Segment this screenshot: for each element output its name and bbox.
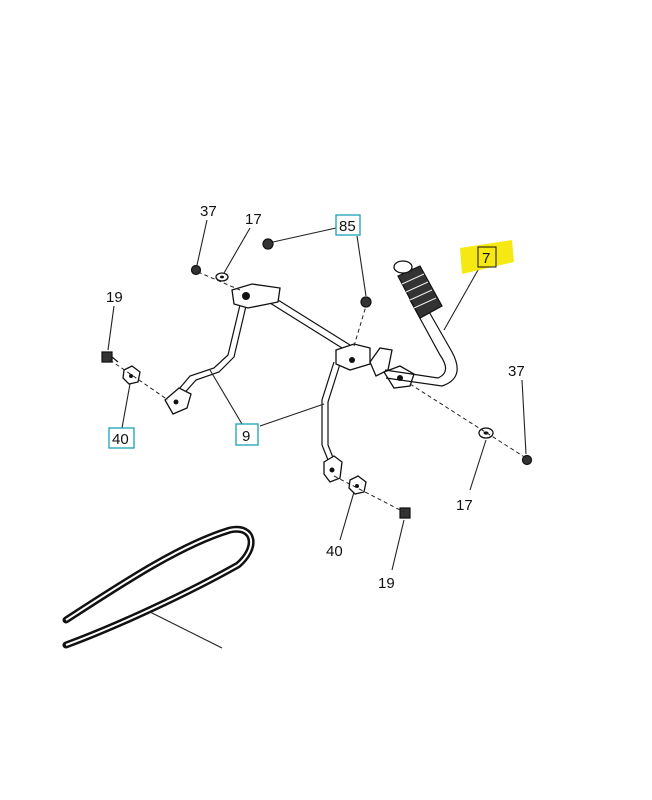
nut-85-left bbox=[262, 238, 274, 250]
leader-37-right bbox=[521, 379, 527, 455]
bolt-19-right bbox=[399, 507, 411, 519]
drive-belt bbox=[62, 525, 255, 649]
right-arm-hole bbox=[329, 467, 335, 473]
leader-9-b bbox=[259, 403, 325, 427]
assembly-line-right-bolt bbox=[333, 475, 405, 513]
callout-7-highlighted: 7 bbox=[460, 240, 514, 274]
leader-85-left bbox=[272, 227, 337, 243]
assembly-line-left-bolt bbox=[109, 359, 169, 401]
leader-19-left bbox=[107, 305, 115, 351]
belt-leader bbox=[149, 611, 223, 649]
callout-19-left: 19 bbox=[106, 289, 123, 306]
callout-40-left: 40 bbox=[108, 427, 135, 449]
leader-7 bbox=[443, 269, 479, 331]
bushing-40-right bbox=[348, 475, 367, 495]
callout-85: 85 bbox=[335, 214, 361, 236]
svg-text:17: 17 bbox=[456, 497, 473, 514]
nut-85-right bbox=[360, 296, 372, 308]
lever-grip bbox=[393, 260, 443, 319]
bolt-19-left bbox=[101, 351, 119, 363]
leader-9-a bbox=[209, 369, 243, 425]
left-arm-hole bbox=[173, 399, 179, 405]
svg-text:19: 19 bbox=[106, 289, 123, 306]
callout-37-top-left: 37 bbox=[200, 203, 217, 220]
svg-text:17: 17 bbox=[245, 211, 262, 228]
leader-17-right bbox=[469, 439, 487, 491]
assembly-line-left-nut bbox=[197, 271, 241, 291]
svg-text:40: 40 bbox=[326, 543, 343, 560]
leader-17-left bbox=[223, 227, 251, 274]
leader-40-right bbox=[339, 491, 355, 541]
assembly-line-right-lever bbox=[409, 383, 527, 459]
callout-37-right: 37 bbox=[508, 363, 525, 380]
leader-37-left bbox=[196, 219, 208, 266]
washer-17-left bbox=[215, 272, 229, 282]
callout-17-right: 17 bbox=[456, 497, 473, 514]
svg-text:7: 7 bbox=[482, 250, 490, 267]
callout-9: 9 bbox=[235, 423, 259, 446]
svg-text:40: 40 bbox=[112, 431, 129, 448]
leader-19-right bbox=[391, 519, 405, 571]
leader-85-right bbox=[356, 235, 367, 297]
right-link-arm bbox=[321, 361, 343, 483]
callout-17-top-left: 17 bbox=[245, 211, 262, 228]
svg-text:85: 85 bbox=[339, 218, 356, 235]
assembly-line-85 bbox=[353, 305, 367, 347]
callout-40-right: 40 bbox=[326, 543, 343, 560]
svg-text:9: 9 bbox=[242, 428, 250, 445]
svg-text:37: 37 bbox=[200, 203, 217, 220]
svg-text:19: 19 bbox=[378, 575, 395, 592]
left-pivot-bracket bbox=[231, 283, 281, 309]
right-pivot-bracket bbox=[335, 343, 415, 389]
left-link-arm bbox=[164, 304, 247, 415]
callout-19-right: 19 bbox=[378, 575, 395, 592]
control-lever bbox=[384, 295, 458, 387]
bushing-40-left bbox=[122, 365, 141, 385]
svg-text:37: 37 bbox=[508, 363, 525, 380]
leader-40-left bbox=[121, 383, 131, 429]
nut-37-left bbox=[190, 264, 202, 276]
